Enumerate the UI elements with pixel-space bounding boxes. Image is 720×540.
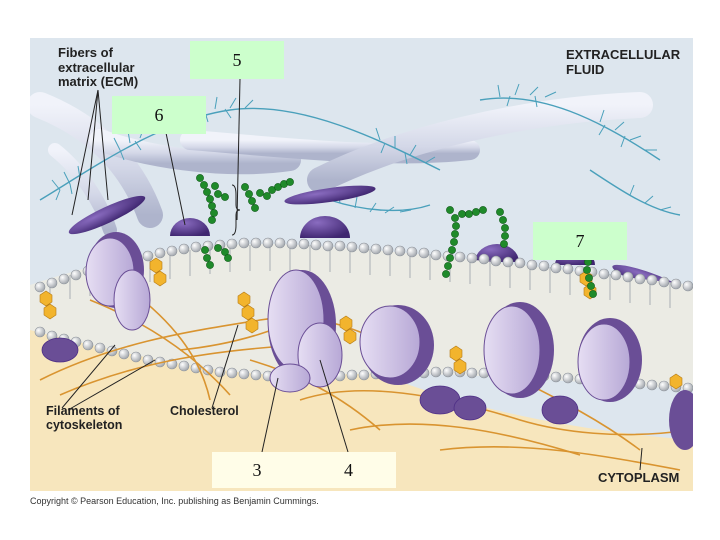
cholesterol-label: Cholesterol [170,404,239,418]
number-box-6: 6 [112,96,206,134]
cytoplasm-label: CYTOPLASM [598,470,680,485]
leader-lines [61,78,643,471]
cytoskeleton-filaments-label: Filaments of cytoskeleton [46,404,123,432]
copyright-notice: Copyright © Pearson Education, Inc. publ… [30,496,319,506]
ecm-strands [39,83,681,216]
extracellular-fluid-label: EXTRACELLULAR FLUID [566,47,681,77]
number-box-4: 4 [301,452,396,488]
transmembrane-proteins [41,232,693,450]
number-box-7: 7 [533,222,627,260]
carbohydrate-chains [196,174,597,298]
number-box-5: 5 [190,41,284,79]
ecm-fibers-label: Fibers of extracellular matrix (ECM) [58,45,139,90]
cholesterol-molecules [39,257,683,390]
number-box-3: 3 [212,452,302,488]
